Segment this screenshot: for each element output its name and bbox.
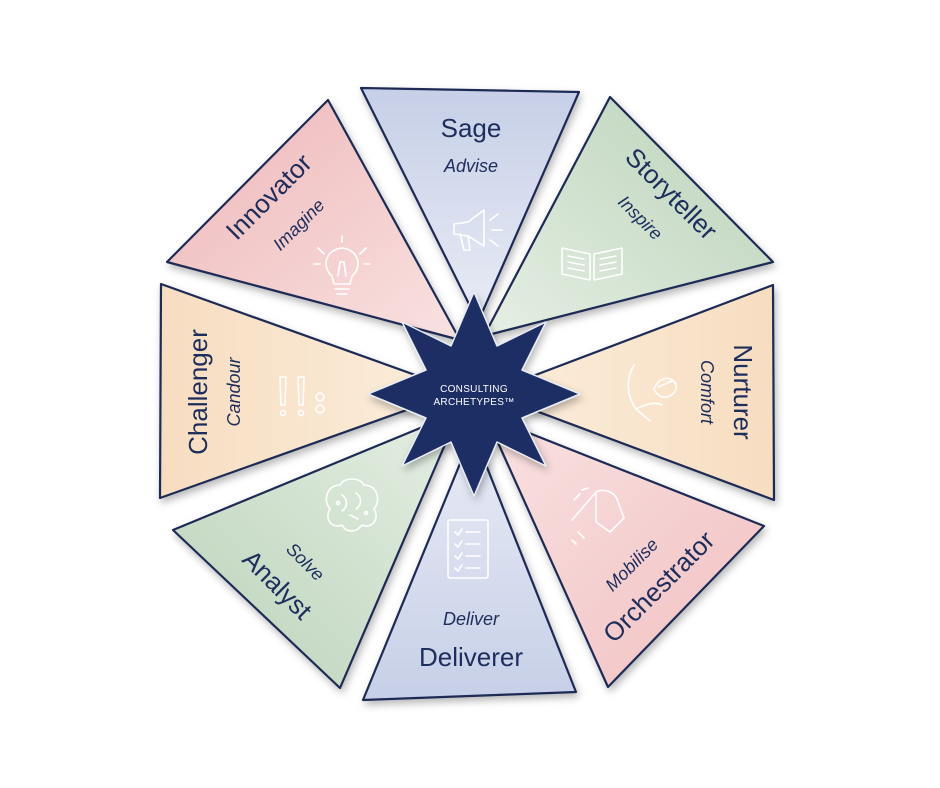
center-star: CONSULTING ARCHETYPES™	[367, 291, 581, 497]
nurturer-title: Nurturer	[728, 344, 758, 440]
megaphone-icon	[453, 209, 503, 251]
segment-sage: Sage Advise	[359, 86, 581, 324]
sage-verb: Advise	[443, 156, 498, 176]
nurturer-verb: Comfort	[697, 360, 717, 425]
hand-plant-icon	[627, 364, 677, 422]
segment-deliverer: Deliver Deliverer	[361, 430, 578, 702]
deliverer-verb: Deliver	[443, 609, 500, 629]
segment-analyst: Solve Analyst	[171, 410, 461, 690]
center-label-line2: ARCHETYPES™	[433, 397, 514, 408]
lightbulb-icon	[313, 235, 371, 295]
conductor-hand-icon	[571, 487, 625, 545]
segment-challenger: Challenger Candour	[158, 282, 462, 500]
brain-icon	[325, 478, 379, 532]
challenger-title: Challenger	[183, 329, 213, 455]
sage-title: Sage	[441, 113, 502, 143]
open-book-icon	[561, 247, 623, 281]
challenger-verb: Candour	[224, 356, 244, 426]
checklist-icon	[447, 519, 489, 579]
deliverer-title: Deliverer	[419, 642, 523, 672]
segment-nurturer: Nurturer Comfort	[486, 283, 776, 502]
center-label-line1: CONSULTING	[440, 384, 508, 395]
compass-star-shape	[367, 291, 581, 497]
exclamation-icon	[279, 376, 325, 417]
segment-storyteller: Storyteller Inspire	[482, 95, 775, 338]
